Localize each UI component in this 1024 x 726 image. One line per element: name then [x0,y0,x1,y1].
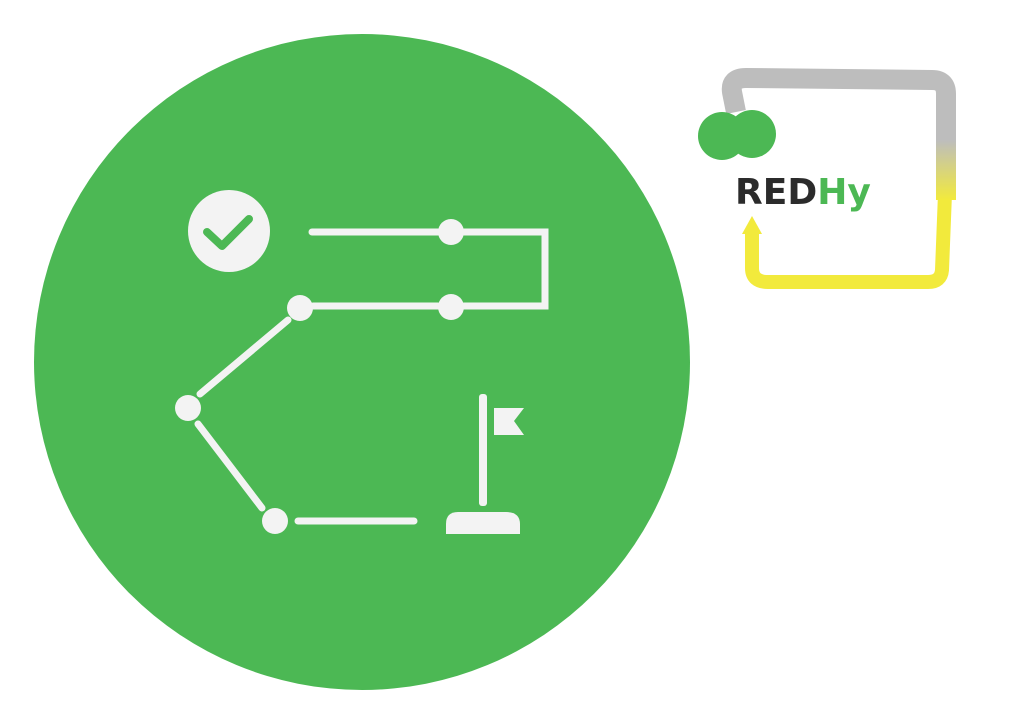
logo-text-hy: Hy [817,172,871,213]
logo-text-red: RED [735,172,817,213]
route-node [175,395,201,421]
route-node [438,219,464,245]
svg-text:REDHy: REDHy [735,172,871,213]
redhy-logo: REDHy [698,68,956,289]
route-node [287,295,313,321]
route-node [262,508,288,534]
checkmark-badge-icon [188,190,270,272]
route-path-icon [194,228,549,525]
flag-on-green-icon [446,394,524,534]
logo-green-dot [728,110,776,158]
green-circle-background [34,34,690,690]
arrow-up-icon [742,216,762,234]
route-node [438,294,464,320]
route-nodes [175,219,464,534]
